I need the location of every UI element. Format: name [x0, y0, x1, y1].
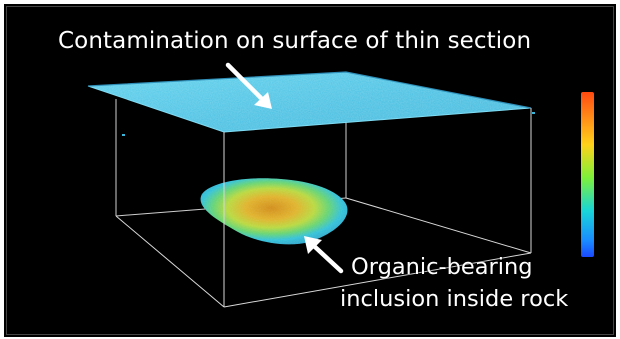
inclusion-label: Organic-bearing inclusion inside rock	[340, 251, 568, 315]
organic-inclusion	[200, 178, 348, 245]
inclusion-label-line2: inclusion inside rock	[340, 286, 569, 312]
contamination-surface	[87, 71, 532, 133]
visualization-frame: Contamination on surface of thin section…	[4, 4, 616, 337]
speck	[122, 134, 125, 136]
bounding-box-front	[115, 108, 532, 308]
volume-render	[87, 62, 594, 308]
arrow-to-surface	[225, 62, 272, 109]
surface-contamination-label: Contamination on surface of thin section	[58, 28, 532, 54]
inclusion-label-line1: Organic-bearing	[351, 254, 533, 280]
arrow-to-inclusion	[304, 236, 344, 274]
colorbar	[581, 92, 594, 257]
speck	[532, 112, 535, 114]
